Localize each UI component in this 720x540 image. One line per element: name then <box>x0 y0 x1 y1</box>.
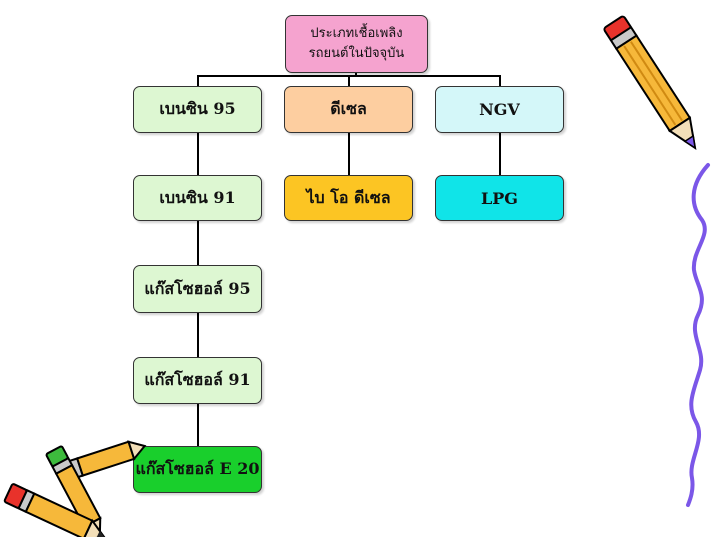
node-label: ดีเซล <box>330 97 367 122</box>
node-label: NGV <box>479 100 520 119</box>
node-label: ไบ โอ ดีเซล <box>306 186 390 211</box>
pencil-icon <box>600 2 710 174</box>
node-benzin-91: เบนซิน 91 <box>133 175 262 221</box>
node-gasohol-91: แก๊สโซฮอล์ 91 <box>133 357 262 404</box>
node-benzin-95: เบนซิน 95 <box>133 86 262 133</box>
node-biodiesel: ไบ โอ ดีเซล <box>284 175 413 221</box>
connector-diesel-biodiesel <box>348 132 350 176</box>
node-label: เบนซิน 95 <box>159 97 235 122</box>
root-title-line1: ประเภทเชื้อเพลิง <box>310 24 402 44</box>
connector-ngv-lpg <box>499 132 501 176</box>
node-gasohol-e20: แก๊สโซฮอล์ E 20 <box>133 446 262 493</box>
node-gasohol-95: แก๊สโซฮอล์ 95 <box>133 265 262 313</box>
squiggle-line-icon <box>678 160 718 510</box>
node-label: แก๊สโซฮอล์ 95 <box>144 277 250 302</box>
pencils-icon <box>0 432 150 537</box>
node-diesel: ดีเซล <box>284 86 413 133</box>
node-ngv: NGV <box>435 86 564 133</box>
root-title-line2: รถยนต์ในปัจจุบัน <box>309 44 405 64</box>
node-label: แก๊สโซฮอล์ E 20 <box>136 457 260 482</box>
node-label: แก๊สโซฮอล์ 91 <box>144 368 250 393</box>
node-lpg: LPG <box>435 175 564 221</box>
root-node: ประเภทเชื้อเพลิง รถยนต์ในปัจจุบัน <box>285 15 428 73</box>
node-label: LPG <box>481 189 518 208</box>
node-label: เบนซิน 91 <box>159 186 235 211</box>
